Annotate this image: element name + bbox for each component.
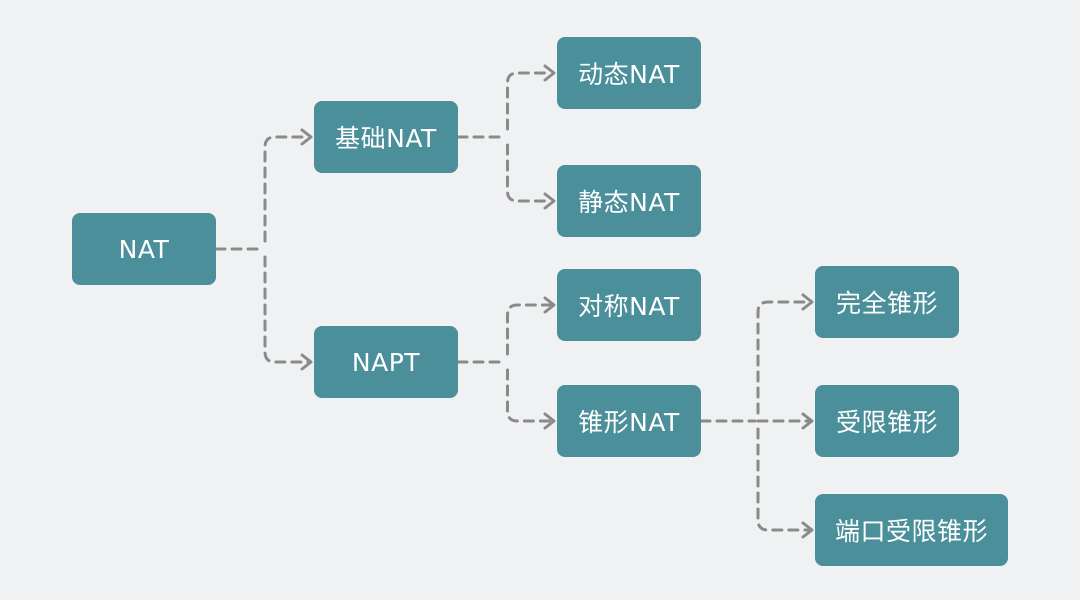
node-static-nat[interactable]: 静态NAT [557,165,701,237]
node-napt[interactable]: NAPT [314,326,458,398]
node-port-restricted-cone[interactable]: 端口受限锥形 [815,494,1008,566]
connector-napt-to-cone-nat [506,368,553,423]
node-restricted-cone[interactable]: 受限锥形 [815,385,959,457]
arrowhead-basic-nat [300,128,313,146]
connector-cone-nat-to-full-cone [756,300,811,415]
connector-cone-nat-to-port-restricted-cone [756,427,811,532]
arrowhead-port-restricted-cone [801,521,814,539]
arrowhead-napt [300,353,313,371]
arrowhead-static-nat [543,192,556,210]
arrowhead-symmetric-nat [543,296,556,314]
node-nat[interactable]: NAT [72,213,216,285]
connector-napt-to-symmetric-nat [506,303,553,356]
arrowhead-full-cone [801,293,814,311]
connector-nat-to-basic-nat [263,135,310,243]
node-dynamic-nat[interactable]: 动态NAT [557,37,701,109]
arrowhead-restricted-cone [801,412,814,430]
arrowhead-cone-nat [543,412,556,430]
node-symmetric-nat[interactable]: 对称NAT [557,269,701,341]
connector-basic-nat-to-dynamic-nat [506,71,553,131]
connector-nat-to-napt [263,255,310,364]
node-cone-nat[interactable]: 锥形NAT [557,385,701,457]
node-basic-nat[interactable]: 基础NAT [314,101,458,173]
node-full-cone[interactable]: 完全锥形 [815,266,959,338]
arrowhead-dynamic-nat [543,64,556,82]
connector-basic-nat-to-static-nat [506,143,553,203]
